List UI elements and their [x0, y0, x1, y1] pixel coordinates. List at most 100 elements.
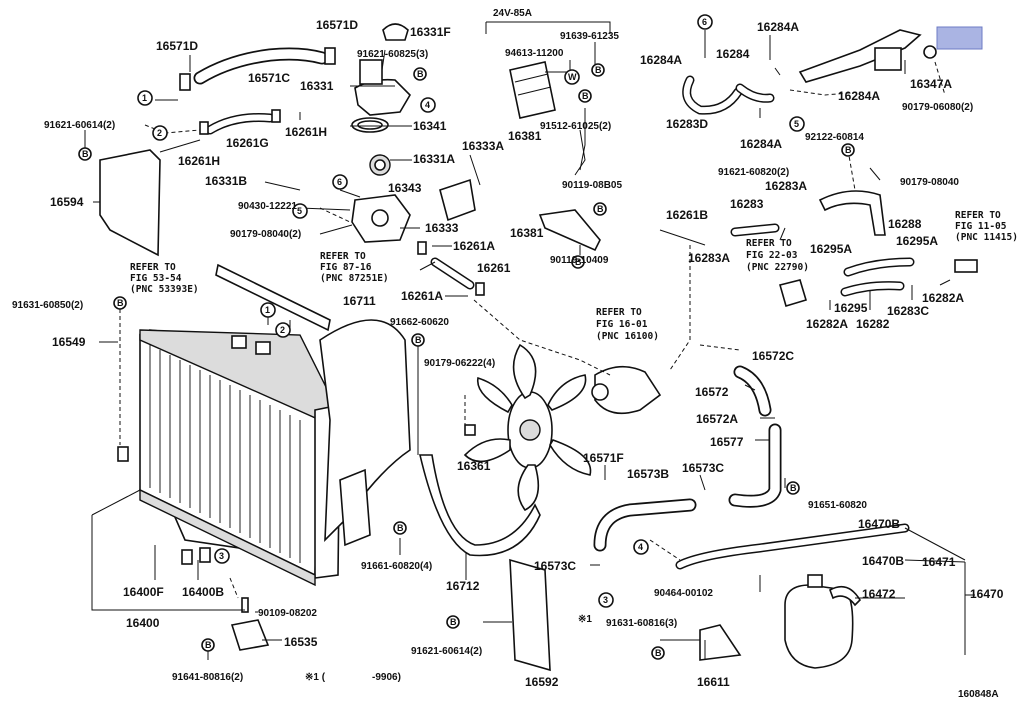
label-16283A: 16283A	[765, 179, 807, 193]
svg-text:B: B	[845, 145, 852, 155]
svg-text:B: B	[82, 149, 89, 159]
hose-16572	[733, 365, 772, 417]
label-16471: 16471	[922, 555, 956, 569]
svg-text:FIG 22-03: FIG 22-03	[746, 250, 798, 261]
svg-text:B: B	[595, 65, 602, 75]
label-16333: 16333	[425, 221, 459, 235]
nut-90179-06222	[464, 424, 476, 436]
bolt-marker: B	[393, 521, 407, 535]
label-16331F: 16331F	[410, 25, 451, 39]
svg-text:3: 3	[219, 551, 224, 561]
label-16282A-b: 16282A	[806, 317, 848, 331]
drain-cock-16400F	[181, 549, 193, 565]
label-94613-11200: 94613-11200	[505, 48, 564, 59]
pipe-ref-fig-11-05	[954, 259, 978, 273]
bolt-marker: B	[446, 615, 460, 629]
label-16611: 16611	[697, 675, 730, 689]
water-outlet-16331	[354, 78, 412, 116]
label-16347A: 16347A	[910, 77, 952, 91]
svg-text:REFER TO: REFER TO	[955, 210, 1001, 221]
bracket-16381-upper	[509, 61, 556, 119]
label-92122-60814: 92122-60814	[805, 132, 864, 143]
radiator-assembly	[139, 329, 341, 587]
screw-90109-08202	[241, 597, 249, 613]
callout-6b: 6	[697, 14, 713, 30]
label-16470B-b: 16470B	[862, 554, 904, 568]
bolt-marker: B	[411, 333, 425, 347]
svg-text:2: 2	[157, 128, 162, 138]
highlight-marker-box[interactable]	[936, 26, 983, 50]
hose-16577	[728, 423, 782, 508]
label-90179-06080: 90179-06080(2)	[902, 102, 973, 113]
label-16261G: 16261G	[226, 136, 269, 150]
svg-text:FIG 16-01: FIG 16-01	[596, 319, 648, 330]
svg-text:1: 1	[142, 93, 147, 103]
callout-w: W	[564, 69, 580, 85]
label-91621-60614: 91621-60614(2)	[44, 120, 115, 131]
bolt-marker: B	[571, 255, 585, 269]
callout-6a: 6	[332, 174, 348, 190]
lower-fan-shroud	[418, 454, 541, 557]
bolt-marker: B	[578, 89, 592, 103]
svg-text:B: B	[417, 69, 424, 79]
svg-text:B: B	[205, 640, 212, 650]
hose-clamp-16571D	[179, 73, 191, 91]
label-91639-61235: 91639-61235	[560, 31, 619, 42]
svg-text:(PNC 53393E): (PNC 53393E)	[130, 284, 199, 295]
hose-16571C	[193, 47, 329, 85]
svg-text:1: 1	[265, 305, 270, 315]
hose-clamp-16261H-b	[271, 109, 281, 123]
bolt-marker: B	[591, 63, 605, 77]
label-16261A: 16261A	[453, 239, 495, 253]
callout-1a: 1	[137, 90, 153, 106]
label-16261H: 16261H	[285, 125, 327, 139]
label-91661-60820: 91661-60820(4)	[361, 561, 432, 572]
hose-16283	[730, 223, 780, 237]
water-pump-outlet	[594, 365, 662, 415]
label-16381: 16381	[508, 129, 542, 143]
refer-fig-87-16: REFER TO FIG 87-16 (PNC 87251E)	[320, 251, 389, 284]
svg-text:5: 5	[297, 206, 302, 216]
hose-16284	[735, 83, 775, 103]
gasket-16343	[439, 178, 476, 222]
label-16282: 16282	[856, 317, 890, 331]
hose-16295	[840, 257, 915, 297]
water-by-pass-pipe-16347A	[798, 29, 922, 83]
label-16295A: 16295A	[810, 242, 852, 256]
bracket-16381-lower	[538, 209, 601, 252]
svg-text:B: B	[397, 523, 404, 533]
bolt-marker: B	[413, 67, 427, 81]
svg-text:B: B	[450, 617, 457, 627]
bypass-hose-16261	[430, 257, 475, 290]
svg-text:REFER TO: REFER TO	[130, 262, 176, 273]
label-91621-60820-2: 91621-60820(2)	[718, 167, 789, 178]
label-16470B: 16470B	[858, 517, 900, 531]
label-16284: 16284	[716, 47, 750, 61]
bolt-callouts: B B B B B B B B B B B B B B	[78, 63, 855, 660]
hose-16283D	[682, 75, 743, 115]
label-90119-08B05: 90119-08B05	[562, 180, 622, 191]
radiator-support-bar	[215, 263, 331, 332]
part-labels: 16571D 16331F 16571D 91621-60825(3) 1657…	[12, 18, 1004, 689]
callout-4a: 4	[420, 97, 436, 113]
bolt-marker: B	[78, 147, 92, 161]
label-16571C: 16571C	[248, 71, 290, 85]
label-16573C: 16573C	[682, 461, 724, 475]
svg-text:FIG 11-05: FIG 11-05	[955, 221, 1007, 232]
drain-cock-16400B	[199, 547, 211, 563]
deflector-16594	[99, 149, 161, 257]
svg-text:(PNC 16100): (PNC 16100)	[596, 331, 659, 342]
svg-text:6: 6	[702, 17, 707, 27]
pipe-16288	[818, 190, 886, 236]
callout-2a: 2	[152, 125, 168, 141]
svg-text:W: W	[568, 72, 577, 82]
svg-text:B: B	[117, 298, 124, 308]
label-90179-06222: 90179-06222(4)	[424, 358, 495, 369]
svg-text:B: B	[597, 204, 604, 214]
svg-text:REFER TO: REFER TO	[746, 238, 792, 249]
svg-text:3: 3	[603, 595, 608, 605]
svg-text:4: 4	[638, 542, 643, 552]
label-91631-60816: 91631-60816(3)	[606, 618, 677, 629]
